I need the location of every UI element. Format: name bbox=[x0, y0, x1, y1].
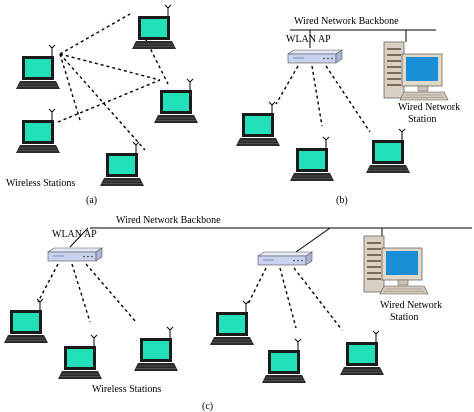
laptop-icon bbox=[133, 326, 179, 372]
panel-c-stations-label: Wireless Stations bbox=[92, 384, 161, 395]
laptop-icon bbox=[15, 44, 61, 90]
access-point-icon bbox=[287, 49, 343, 64]
panel-c-station-label-2: Station bbox=[390, 312, 418, 323]
panel-b-links bbox=[275, 65, 371, 133]
panel-b-caption: (b) bbox=[336, 195, 348, 206]
access-point-icon bbox=[47, 247, 103, 262]
panel-a: Wireless Stations (a) bbox=[6, 4, 199, 206]
laptop-icon bbox=[261, 338, 307, 384]
laptop-icon bbox=[153, 78, 199, 124]
panel-c-ap-label: WLAN AP bbox=[52, 229, 97, 240]
panel-c-station-label-1: Wired Network bbox=[380, 300, 442, 311]
panel-c-backbone-label: Wired Network Backbone bbox=[116, 215, 221, 226]
panel-c: Wired Network Backbone WLAN AP Wired Net… bbox=[3, 215, 472, 412]
laptop-icon bbox=[289, 136, 335, 182]
panel-a-caption: (a) bbox=[86, 195, 97, 206]
laptop-icon bbox=[339, 330, 385, 376]
panel-b-station-label-2: Station bbox=[408, 114, 436, 125]
laptop-icon bbox=[57, 334, 103, 380]
panel-b: Wired Network Backbone WLAN AP Wired Net… bbox=[235, 16, 460, 206]
laptop-icon bbox=[235, 101, 281, 147]
laptop-icon bbox=[365, 128, 411, 174]
panel-b-station-label-1: Wired Network bbox=[398, 102, 460, 113]
panel-b-ap-label: WLAN AP bbox=[286, 34, 331, 45]
laptop-icon bbox=[3, 298, 49, 344]
laptop-icon bbox=[209, 300, 255, 346]
laptop-icon bbox=[15, 108, 61, 154]
panel-c-links-right bbox=[247, 267, 343, 331]
desktop-computer-icon bbox=[363, 235, 429, 295]
access-point-icon bbox=[257, 251, 313, 266]
desktop-computer-icon bbox=[383, 41, 449, 101]
panel-a-stations-label: Wireless Stations bbox=[6, 178, 75, 189]
panel-c-links-left bbox=[37, 263, 137, 323]
panel-b-backbone-label: Wired Network Backbone bbox=[294, 16, 399, 27]
panel-a-links bbox=[57, 13, 169, 151]
laptop-icon bbox=[99, 141, 145, 187]
laptop-icon bbox=[131, 4, 177, 50]
panel-c-caption: (c) bbox=[202, 401, 213, 412]
